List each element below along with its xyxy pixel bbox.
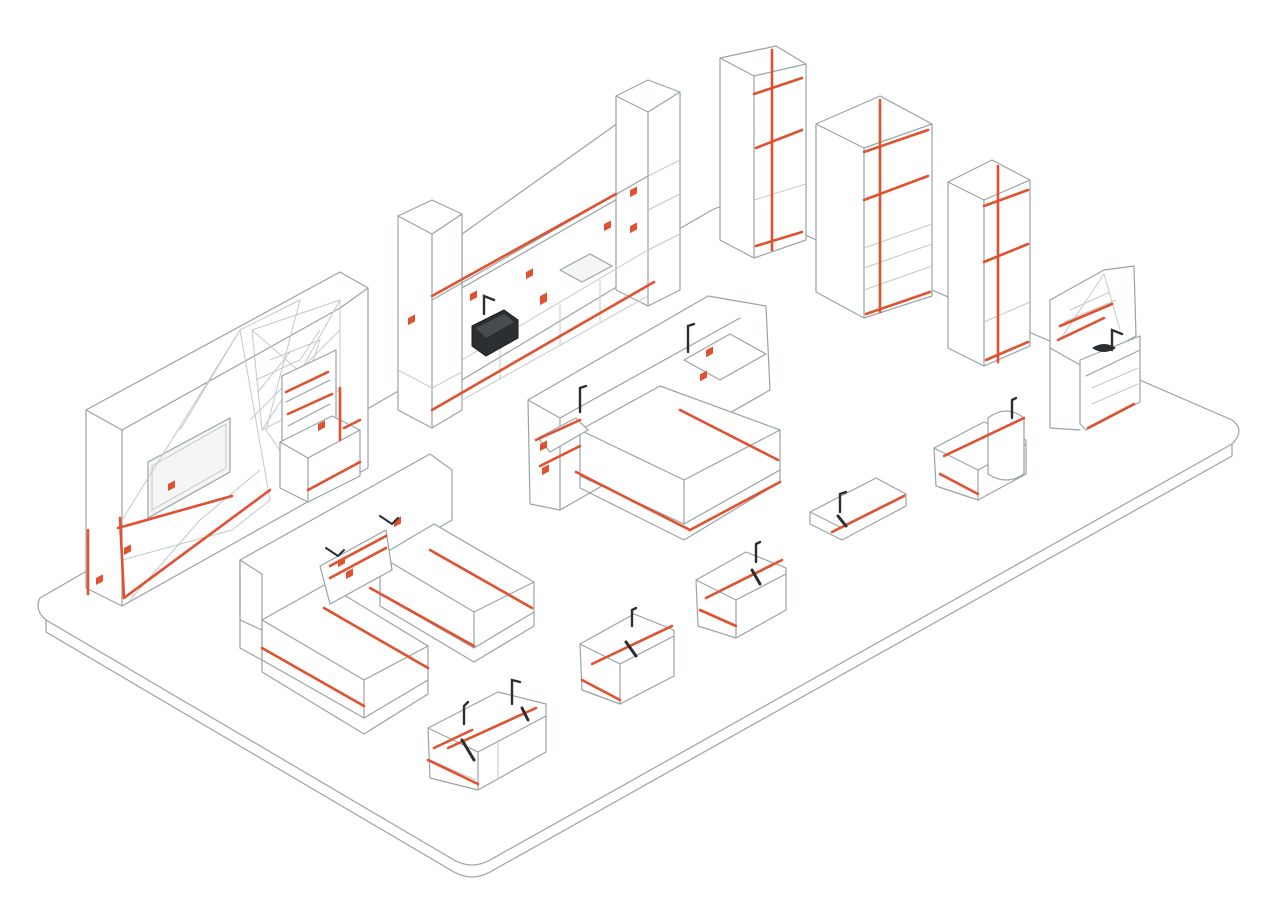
switch-plate [338,556,345,568]
switch-plate [540,440,547,452]
mixer-valve [460,738,476,762]
accent-strip [328,546,388,580]
accent-strip [368,586,476,648]
twin-beds [239,453,535,735]
accent-strip [574,470,692,532]
faucet [754,540,762,564]
switch-plate [630,186,637,198]
switch-plate [630,222,637,234]
reading-lamp [379,515,399,525]
accent-lines [86,48,1136,786]
accent-strip [1086,402,1136,430]
accent-strip [580,678,622,702]
accent-strip [260,646,366,708]
accent-strip [432,728,474,750]
faucet [578,384,588,414]
accent-strip [1058,302,1114,328]
accent-strip [118,516,126,600]
accent-strip [942,416,1026,458]
switch-plate [318,420,325,432]
kitchen-sink-basin [476,314,514,338]
mixer-valve [750,568,762,586]
accent-strip [342,418,362,430]
accent-strip [678,408,780,462]
accent-strip [938,472,980,496]
switch-plate [394,516,401,528]
accent-strip [830,494,906,534]
switch-plate [168,480,175,492]
accent-strip [426,758,480,786]
accent-strip [1056,316,1106,342]
switch-plate [706,346,713,358]
switch-plate [346,568,353,580]
accent-strip [984,340,1030,362]
faucet [1110,328,1124,352]
mixer-valve [836,514,848,528]
switch-plate [470,290,477,302]
mixer-valve [624,640,638,658]
accent-strip [428,548,534,610]
accent-strip [306,460,362,492]
accent-strip [122,488,272,600]
accent-strip [982,242,1030,264]
accent-strip [284,370,330,394]
accent-strip [982,188,1030,208]
accent-strip [862,174,930,202]
switch-plate [540,294,547,306]
accent-strip [688,480,782,532]
wardrobes [719,45,1031,367]
accent-strip [752,76,804,96]
mixer-valve [520,706,530,722]
faucet [838,490,848,514]
faucet [482,294,496,316]
accent-strip [754,128,804,150]
faucet [630,606,638,628]
switch-plate [542,464,549,476]
switch-plate [526,268,533,280]
accent-strip [116,494,234,530]
fixtures [325,294,1124,762]
faucet [1010,396,1018,420]
bathroom-vanity [1049,265,1141,431]
faucet [510,678,522,706]
accent-strip [322,606,430,670]
accent-strip [698,608,738,628]
switch-plate [700,370,707,382]
accent-strip [864,290,932,316]
switch-plate [408,314,415,326]
accent-strip [286,392,334,416]
accent-strip [534,418,582,442]
faucet [686,322,696,354]
switch-plate [96,574,103,586]
accent-strip [538,444,582,468]
accent-strip [430,280,656,412]
accent-strip [862,128,930,154]
accent-strip [590,624,674,666]
switch-plate [604,220,611,232]
vanity-basin [1092,344,1116,352]
accent-strip [430,192,618,298]
accent-strip [754,230,804,248]
reading-lamp [325,547,345,557]
faucet [462,700,470,726]
switch-plate [124,544,131,556]
accent-strip [704,558,784,600]
